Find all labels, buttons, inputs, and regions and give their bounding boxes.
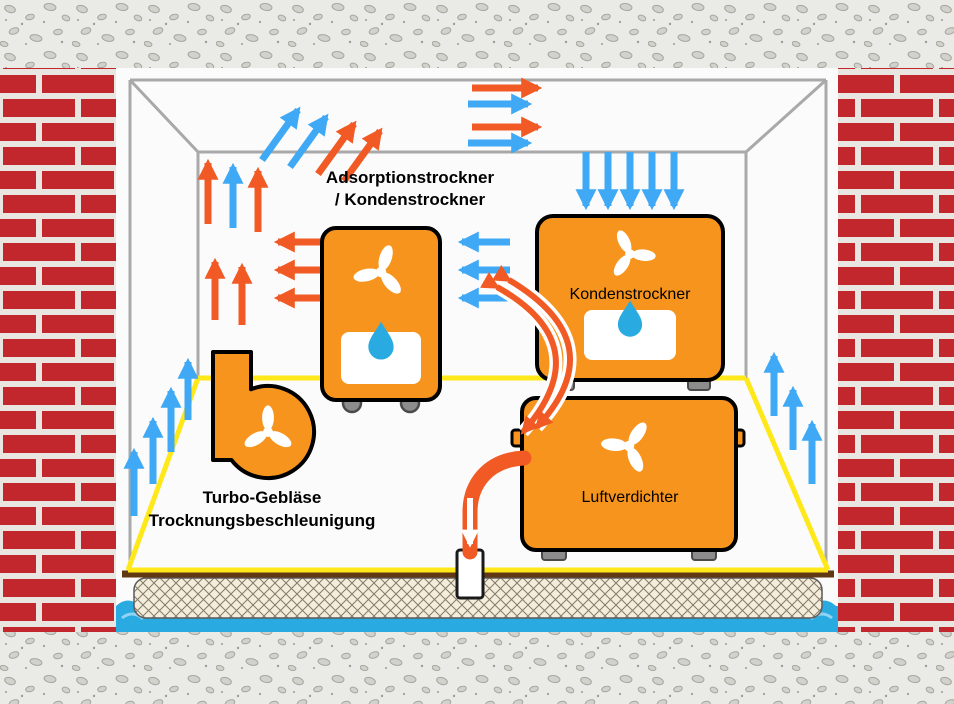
brick-wall-left xyxy=(0,68,116,632)
adsorption-dryer-label: Adsorptionstrockner / Kondenstrockner xyxy=(285,167,535,211)
turbo-blower-label-line2: Trocknungsbeschleunigung xyxy=(148,511,376,530)
condensation-dryer-label-text: Kondenstrockner xyxy=(569,286,691,303)
room-perspective-lines xyxy=(128,78,828,572)
turbo-blower-label-line1: Turbo-Gebläse xyxy=(202,488,322,507)
condensation-dryer-label: Kondenstrockner xyxy=(537,285,723,304)
concrete-ceiling xyxy=(0,0,954,68)
air-compressor-body xyxy=(520,396,738,552)
dehumidifier-unit xyxy=(320,226,442,414)
flow-arrow xyxy=(287,113,329,170)
recirculation-arc xyxy=(480,264,577,437)
air-compressor-label-text: Luftverdichter xyxy=(581,489,679,506)
flow-arrow xyxy=(259,106,301,163)
flow-arrow xyxy=(315,120,357,177)
turbo-blower-label: Turbo-Gebläse Trocknungsbeschleunigung xyxy=(125,486,399,532)
adsorption-dryer-label-line1: Adsorptionstrockner xyxy=(325,168,495,187)
concrete-floor-slab xyxy=(0,632,954,704)
brick-wall-right xyxy=(838,68,954,632)
air-compressor-label: Luftverdichter xyxy=(525,489,735,507)
arc-flow xyxy=(492,264,573,430)
airflow-arrows-orange xyxy=(197,77,543,325)
flow-arrow xyxy=(341,127,383,184)
adsorption-dryer-label-line2: / Kondenstrockner xyxy=(334,190,486,209)
turbo-blower-unit xyxy=(211,350,317,480)
